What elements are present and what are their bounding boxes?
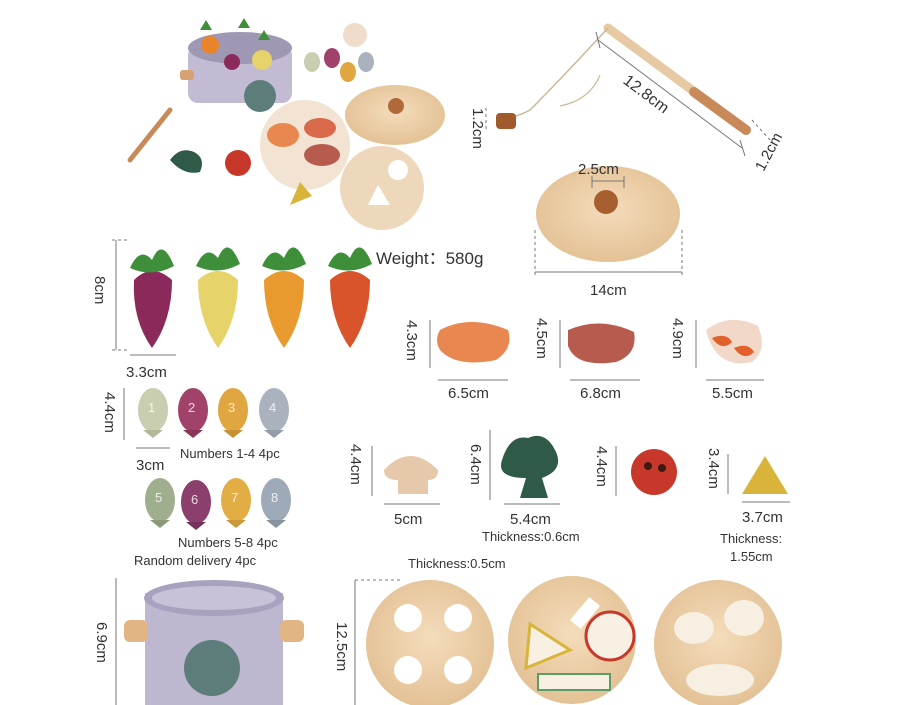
triangle-width-label: 3.7cm xyxy=(742,509,783,526)
steak-width-label: 6.8cm xyxy=(580,385,621,402)
carrots xyxy=(112,239,372,356)
lid-knob-label: 2.5cm xyxy=(578,161,619,178)
fish-number-3: 3 xyxy=(228,400,236,415)
fish-height-label: 4.4cm xyxy=(101,392,118,433)
fish-width-label: 3cm xyxy=(136,457,165,474)
rod-bobber-label: 1.2cm xyxy=(469,108,486,149)
board-height-label: 12.5cm xyxy=(333,622,350,672)
triangle-height-label: 3.4cm xyxy=(705,448,722,489)
fish-number-4: 4 xyxy=(269,400,277,415)
salmon-width-label: 6.5cm xyxy=(448,385,489,402)
fish-row-1 xyxy=(123,388,289,449)
fishing-rod xyxy=(485,23,771,157)
tomato-height-label: 4.4cm xyxy=(593,446,610,487)
lid-board xyxy=(534,166,683,276)
board-thickness-label: Thickness:0.5cm xyxy=(408,556,506,571)
weight-label: Weight：580g xyxy=(376,249,484,268)
carrot-red xyxy=(328,247,372,348)
salmon-height-label: 4.3cm xyxy=(403,320,420,361)
broccoli-thickness-label: Thickness:0.6cm xyxy=(482,529,580,544)
random-delivery-label: Random delivery 4pc xyxy=(134,553,257,568)
mushroom-width-label: 5cm xyxy=(394,511,423,528)
fish-number-7: 7 xyxy=(231,490,239,505)
fish-number-1: 1 xyxy=(148,400,156,415)
fish-set1-label: Numbers 1-4 4pc xyxy=(180,446,280,461)
triangle-thickness-label-a: Thickness: xyxy=(720,531,783,546)
shrimp-width-label: 5.5cm xyxy=(712,385,753,402)
broccoli-width-label: 5.4cm xyxy=(510,511,551,528)
pot xyxy=(115,578,304,705)
mushroom-height-label: 4.4cm xyxy=(347,444,364,485)
triangle-thickness-label-b: 1.55cm xyxy=(730,549,773,564)
fish-number-2: 2 xyxy=(188,400,196,415)
shrimp-height-label: 4.9cm xyxy=(669,318,686,359)
fish-number-8: 8 xyxy=(271,490,279,505)
fish-set2-label: Numbers 5-8 4pc xyxy=(178,535,278,550)
seafood-pieces xyxy=(429,319,764,381)
carrot-yellow xyxy=(196,247,240,348)
set-overview-photo xyxy=(127,18,445,230)
pot-height-label: 6.9cm xyxy=(93,622,110,663)
fish-row-2 xyxy=(145,478,291,530)
carrot-width-label: 3.3cm xyxy=(126,364,167,381)
sorting-boards xyxy=(354,576,782,705)
fish-number-5: 5 xyxy=(155,490,163,505)
vegetable-pieces xyxy=(371,430,790,505)
carrot-orange xyxy=(262,247,306,348)
lid-width-label: 14cm xyxy=(590,282,627,299)
fish-number-6: 6 xyxy=(191,492,199,507)
steak-height-label: 4.5cm xyxy=(533,318,550,359)
broccoli-height-label: 6.4cm xyxy=(467,444,484,485)
carrot-purple xyxy=(130,249,174,348)
carrot-height-label: 8cm xyxy=(91,276,108,305)
